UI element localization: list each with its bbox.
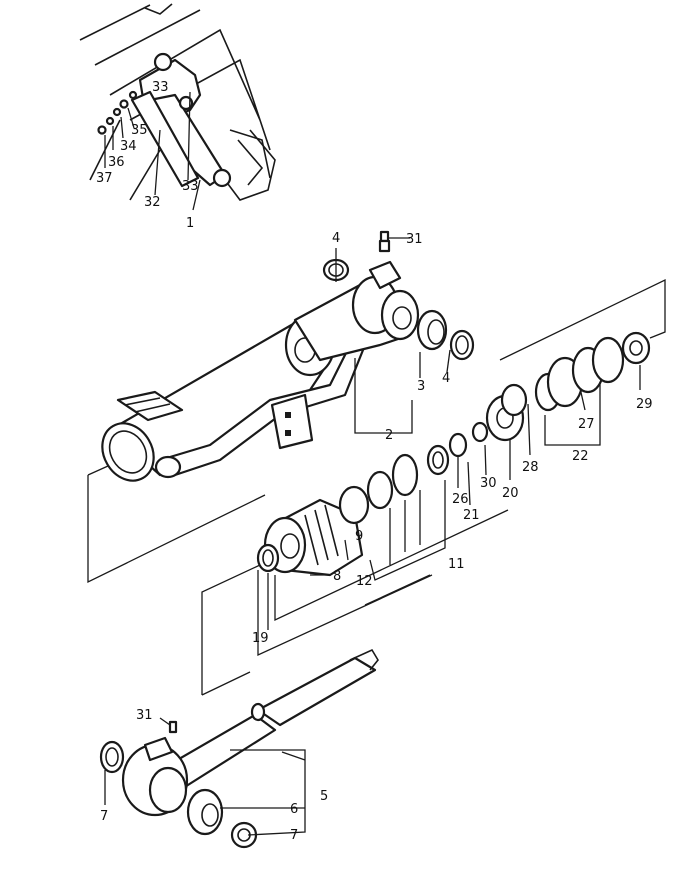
callout-31-bottom: 31	[136, 708, 153, 723]
callout-27: 27	[578, 417, 595, 432]
bushing-3	[416, 309, 448, 351]
callout-4-right: 4	[442, 371, 450, 386]
leader-lines	[87, 237, 666, 836]
callout-12: 12	[356, 574, 373, 589]
callout-33-lower: 33	[182, 179, 199, 194]
callout-19: 19	[252, 631, 269, 646]
callout-1: 1	[186, 216, 194, 231]
callout-5: 5	[320, 789, 328, 804]
callout-22: 22	[572, 449, 589, 464]
callout-33-upper: 33	[152, 80, 169, 95]
callout-11: 11	[448, 557, 465, 572]
callout-21: 21	[463, 508, 480, 523]
callout-20: 20	[502, 486, 519, 501]
callout-3: 3	[417, 379, 425, 394]
callout-labels: 1 32 33 33 35 34 36 37 4 31 3 4 2 29 27 …	[96, 80, 653, 843]
callout-34: 34	[120, 139, 137, 154]
callout-28: 28	[522, 460, 539, 475]
machine-boom-sketch	[79, 3, 276, 211]
grease-fitting-31-top	[378, 230, 391, 253]
seal-7-left	[99, 740, 125, 774]
callout-9: 9	[355, 529, 363, 544]
callout-7-right: 7	[290, 828, 298, 843]
callout-6: 6	[290, 802, 298, 817]
gland-assembly	[534, 331, 651, 412]
callout-32: 32	[144, 195, 161, 210]
callout-36: 36	[108, 155, 125, 170]
callout-7-left: 7	[100, 809, 108, 824]
callout-37: 37	[96, 171, 113, 186]
callout-4-top: 4	[332, 231, 340, 246]
callout-30: 30	[480, 476, 497, 491]
callout-35: 35	[131, 123, 148, 138]
callout-26: 26	[452, 492, 469, 507]
callout-2: 2	[385, 428, 393, 443]
callout-29: 29	[636, 397, 653, 412]
piston-assembly	[256, 383, 528, 577]
seal-4-right	[449, 329, 475, 361]
bushing-6	[186, 788, 224, 836]
callout-8: 8	[333, 569, 341, 584]
barrel-eye-end	[293, 260, 420, 362]
piston-rod	[121, 648, 379, 817]
callout-31-top: 31	[406, 232, 423, 247]
